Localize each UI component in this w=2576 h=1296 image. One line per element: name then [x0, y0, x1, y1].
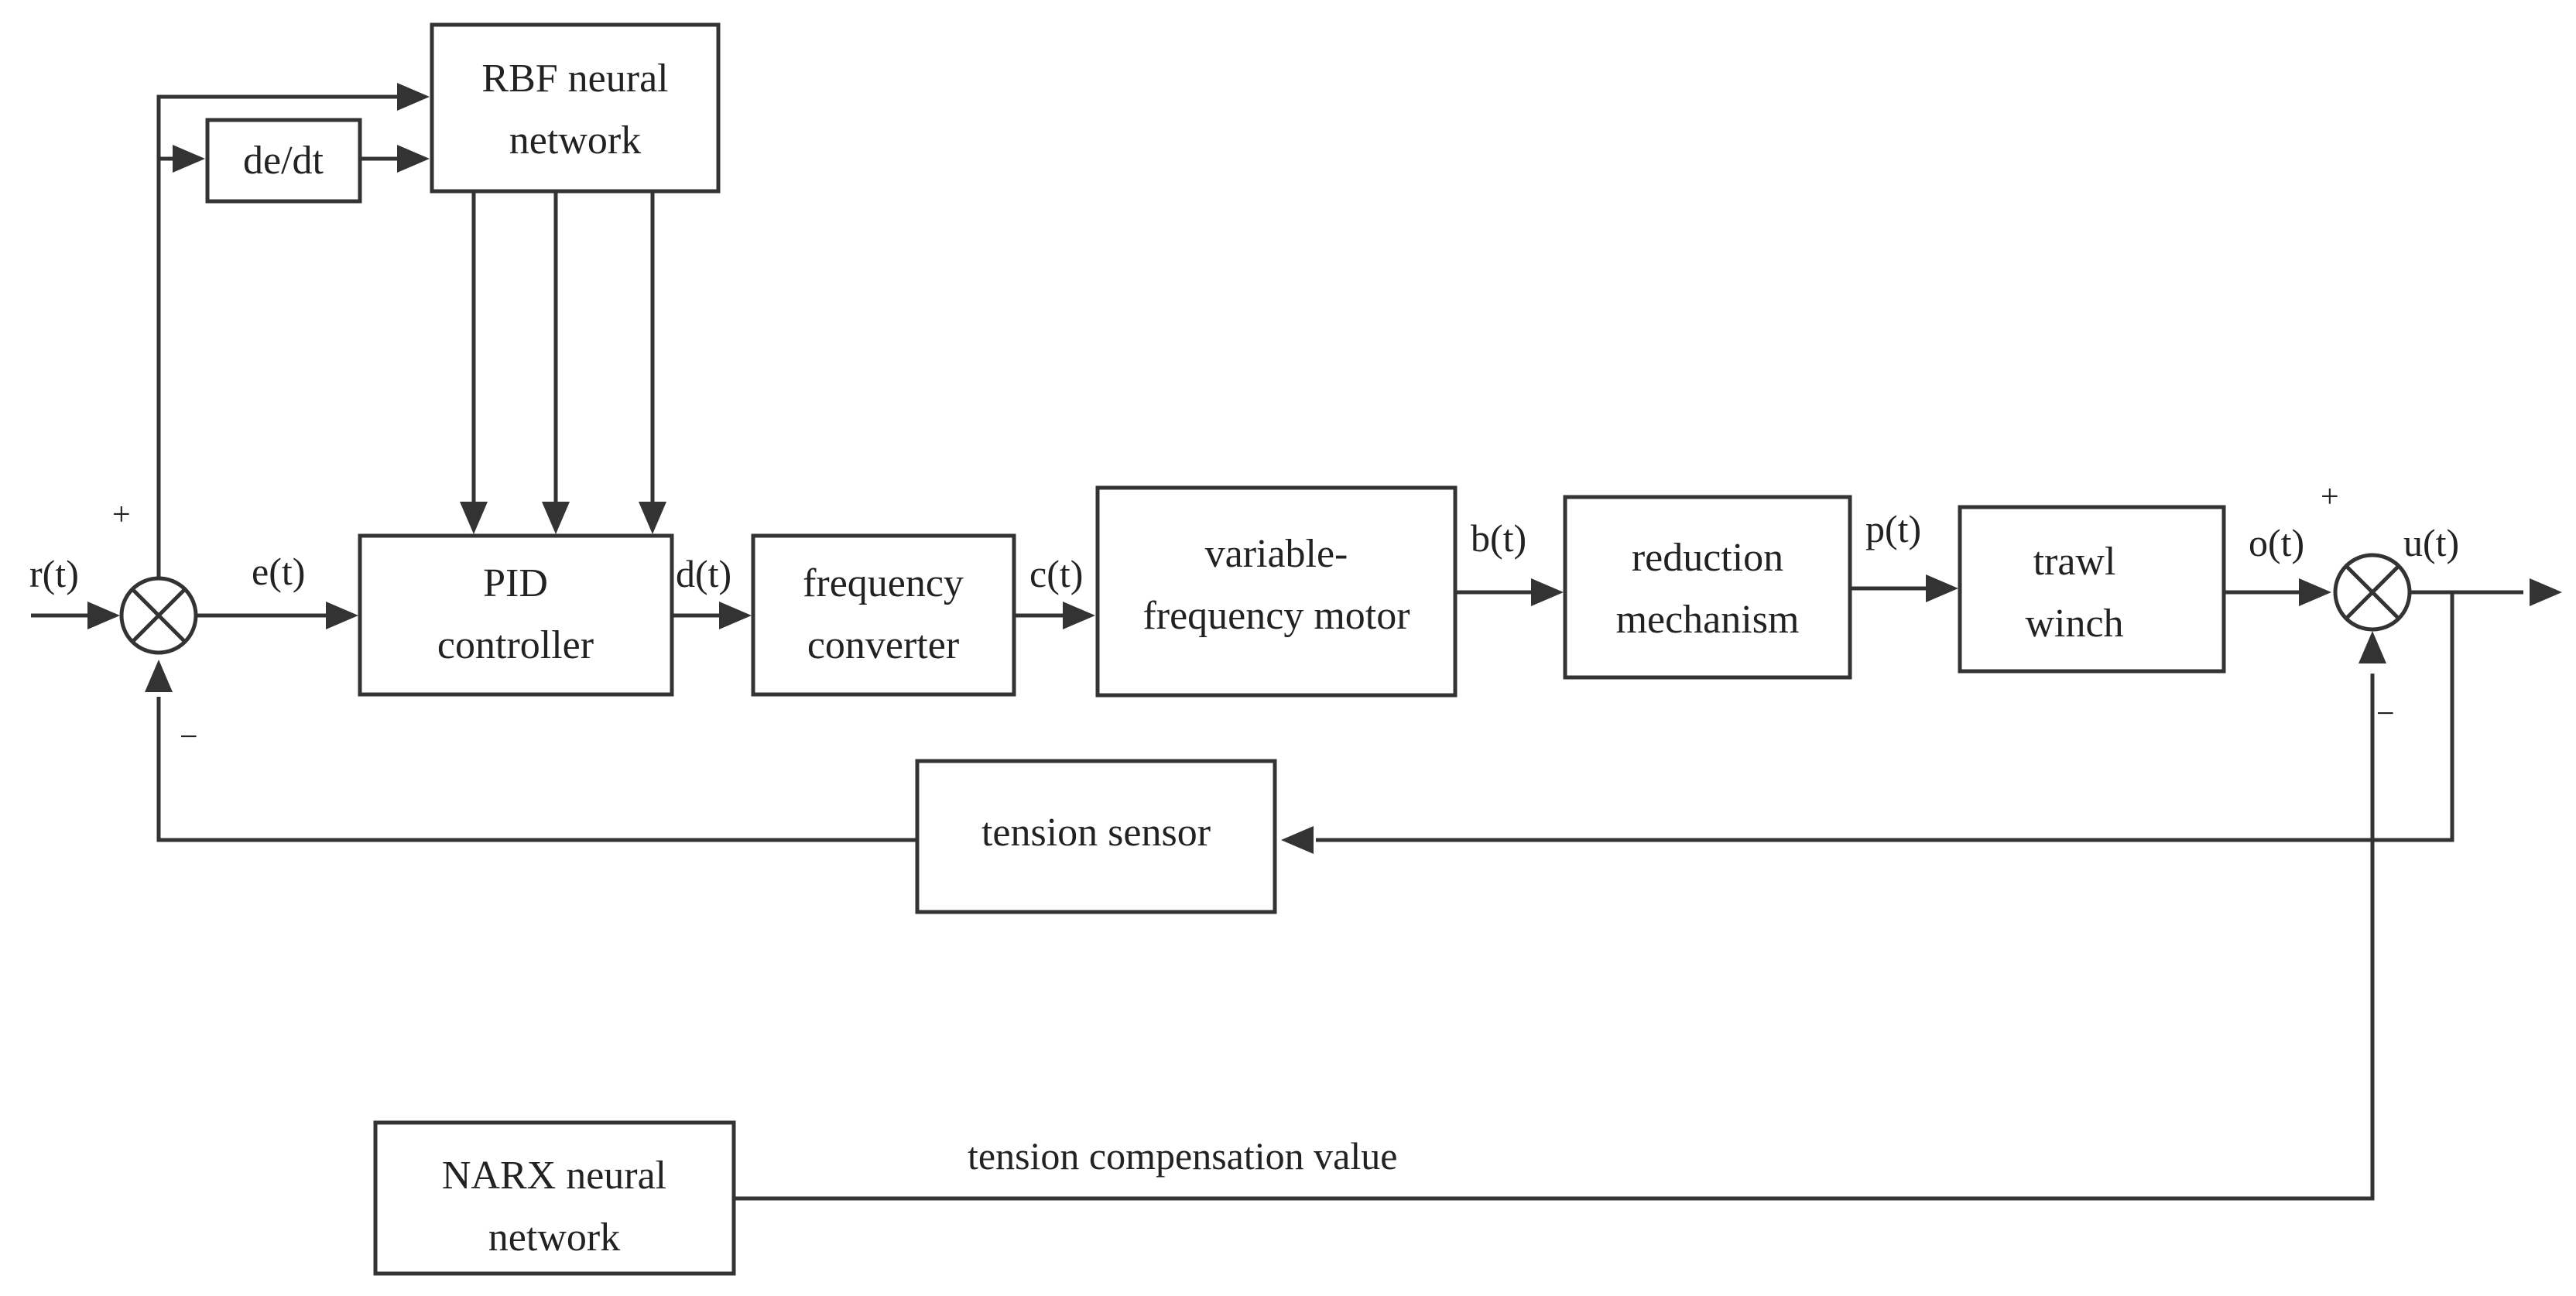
signal-o-label: o(t) [2249, 521, 2304, 564]
wire-sensor-to-sum1 [156, 697, 917, 842]
arrow-d [719, 602, 752, 629]
arrow-u-out [2530, 578, 2562, 606]
trawl-winch-box [1958, 505, 2226, 674]
narx-network-line2: network [488, 1215, 620, 1260]
reduction-mechanism-line2: mechanism [1616, 598, 1800, 642]
arrow-kd [639, 502, 666, 534]
trawl-winch-line2: winch [2025, 602, 2123, 646]
arrow-ki [542, 502, 570, 534]
wire-sum1-to-rbf [156, 94, 418, 577]
arrowheads [87, 83, 2562, 854]
wire-feedback-to-sensor [1316, 592, 2454, 842]
vf-motor-line2: frequency motor [1142, 594, 1410, 638]
pid-controller-line1: PID [483, 561, 548, 605]
signal-r-label: r(t) [29, 552, 79, 595]
summing-junction-1 [119, 576, 198, 655]
arrow-kp [460, 502, 488, 534]
reduction-mechanism-line1: reduction [1632, 536, 1783, 580]
signal-e-label: e(t) [252, 550, 305, 593]
signal-wires [31, 94, 2523, 1201]
tension-sensor-label: tension sensor [981, 811, 1211, 855]
signal-labels: r(t) e(t) d(t) c(t) b(t) p(t) o(t) u(t) … [29, 507, 2459, 1178]
summing-junction-2 [2333, 553, 2412, 632]
arrow-to-sensor [1281, 826, 1314, 854]
rbf-network-block: RBF neural network [430, 22, 721, 194]
reduction-mechanism-block: reduction mechanism [1563, 495, 1852, 680]
dedt-block: de/dt [205, 118, 362, 204]
frequency-converter-line2: converter [807, 623, 959, 667]
arrow-p [1926, 574, 1958, 602]
signal-p-label: p(t) [1865, 507, 1921, 550]
pid-controller-box [358, 533, 674, 697]
sum1-minus-sign: − [180, 719, 198, 755]
tension-sensor-box [915, 759, 1277, 914]
frequency-converter-line1: frequency [803, 561, 964, 605]
signal-u-label: u(t) [2403, 521, 2459, 564]
narx-network-block: NARX neural network [373, 1120, 736, 1276]
tension-compensation-label: tension compensation value [968, 1134, 1397, 1178]
sum1-cross-b [131, 588, 187, 643]
arrow-c [1063, 602, 1095, 629]
signal-b-label: b(t) [1471, 516, 1526, 560]
vf-motor-line1: variable- [1205, 532, 1348, 576]
arrow-b [1531, 578, 1564, 606]
rbf-network-box [430, 22, 721, 194]
sum1-plus-sign: + [112, 497, 131, 533]
arrow-to-rbf-top [397, 83, 430, 111]
arrow-o [2299, 578, 2331, 606]
dedt-label: de/dt [243, 139, 324, 183]
pid-controller-block: PID controller [358, 533, 674, 697]
sum2-minus-sign: − [2376, 696, 2395, 732]
pid-controller-line2: controller [437, 623, 594, 667]
rbf-network-line1: RBF neural [481, 57, 668, 101]
arrow-feedback-up [145, 660, 173, 692]
dedt-box [205, 118, 362, 204]
signal-d-label: d(t) [676, 552, 731, 595]
sum2-plus-sign: + [2321, 479, 2339, 515]
arrow-to-dedt [173, 145, 205, 173]
narx-network-box [373, 1120, 736, 1276]
signal-c-label: c(t) [1029, 552, 1083, 595]
sum2-cross-b [2345, 564, 2400, 620]
wire-compensation [734, 674, 2375, 1201]
tension-sensor-block: tension sensor [915, 759, 1277, 914]
arrow-dedt-to-rbf [397, 145, 430, 173]
frequency-converter-block: frequency converter [751, 533, 1016, 697]
arrow-r-in [87, 602, 120, 629]
trawl-winch-block: trawl winch [1958, 505, 2226, 674]
arrow-compensation-up [2358, 631, 2386, 663]
narx-network-line1: NARX neural [442, 1154, 666, 1198]
vf-motor-box [1095, 485, 1458, 698]
junction-signs: + − + − [112, 479, 2395, 755]
reduction-mechanism-box [1563, 495, 1852, 680]
frequency-converter-box [751, 533, 1016, 697]
arrow-e [326, 602, 358, 629]
vf-motor-block: variable- frequency motor [1095, 485, 1458, 698]
rbf-network-line2: network [509, 118, 641, 163]
trawl-winch-line1: trawl [2033, 540, 2116, 584]
